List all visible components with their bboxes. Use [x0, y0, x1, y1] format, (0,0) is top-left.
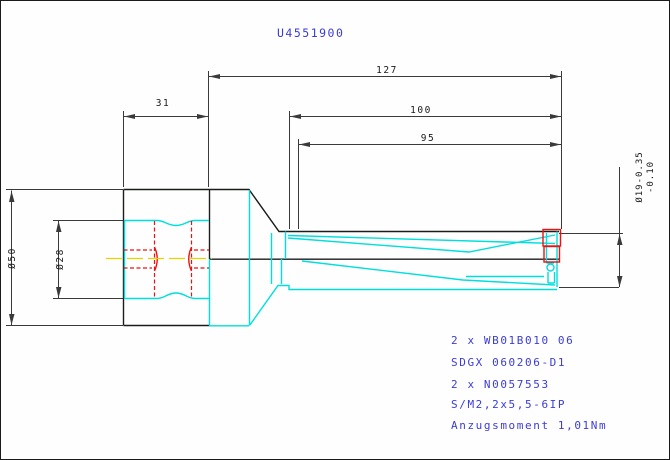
drawing-number: U4551900: [277, 26, 344, 40]
dim-flute-length: 100: [410, 105, 432, 116]
dim-usable-length: 95: [421, 133, 435, 144]
dim-cut-diameter-tol-lower: -0.10: [646, 161, 656, 193]
dim-bore-diameter: Ø28: [55, 248, 66, 270]
insert-outline-red: [542, 228, 562, 263]
tool-profile-cyan: [123, 190, 558, 327]
note-tightening-torque: Anzugsmoment 1,01Nm: [451, 419, 607, 432]
dim-overall-length: 127: [376, 65, 398, 76]
labels: U4551900 127 100 95 31 Ø50 Ø28 Ø19-0.35 …: [7, 26, 656, 432]
dimension-lines: [6, 71, 623, 326]
dim-cut-diameter-tol-upper: Ø19-0.35: [634, 151, 645, 202]
dim-shank-length: 31: [156, 98, 170, 109]
dim-shank-diameter: Ø50: [7, 247, 18, 269]
note-insert-type: SDGX 060206-D1: [451, 356, 566, 369]
note-spare-part: 2 x N0057553: [451, 378, 550, 391]
note-insert-count: 2 x WB01B010 06: [451, 334, 574, 347]
tool-outline-black: [122, 188, 559, 327]
note-screw-spec: S/M2,2x5,5-6IP: [451, 398, 566, 411]
